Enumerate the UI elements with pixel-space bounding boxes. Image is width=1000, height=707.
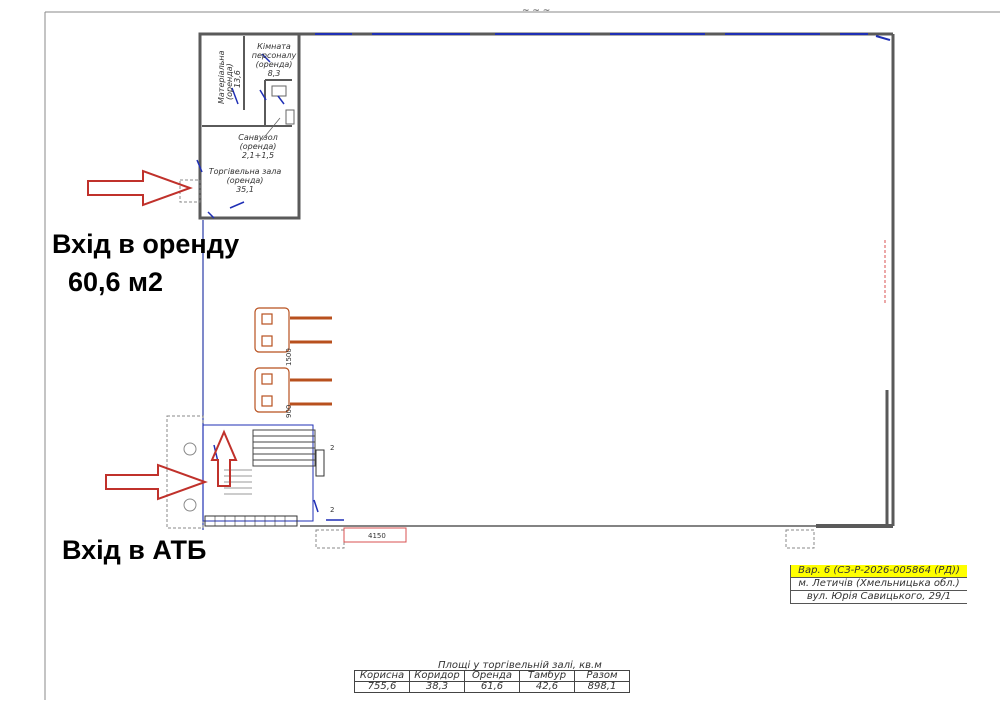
project-city: м. Летичів (Хмельницька обл.): [791, 578, 967, 591]
rental-entrance-label: Вхід в оренду: [52, 229, 240, 259]
area-table-header-row: Корисна Коридор Оренда Тамбур Разом: [354, 670, 630, 682]
entrance-stairs: [224, 469, 252, 495]
area-value: 898,1: [574, 681, 630, 693]
room-staff-area: 8,3: [268, 69, 281, 78]
room-staff-name1: Кімната: [257, 42, 291, 51]
area-value: 38,3: [409, 681, 465, 693]
room-hall: Торгівельна зала (оренда) 35,1: [209, 167, 282, 194]
room-hall-area: 35,1: [236, 185, 254, 194]
project-street: вул. Юрія Савицького, 29/1: [791, 591, 967, 604]
dim-1500: 1500: [285, 348, 293, 366]
rental-block: [179, 32, 301, 220]
room-materials: Матеріальна (оренда) 13,6: [217, 50, 242, 104]
area-header: Оренда: [464, 670, 520, 682]
room-wc-sub: (оренда): [240, 142, 277, 151]
arrow-rental-icon: [87, 169, 193, 207]
mark-2a: 2: [330, 444, 334, 452]
room-hall-name: Торгівельна зала: [209, 167, 282, 176]
room-materials-sub: (оренда): [225, 63, 234, 100]
area-header: Коридор: [409, 670, 465, 682]
arrow-atb-icon: [105, 463, 208, 501]
area-value: 61,6: [464, 681, 520, 693]
area-table-value-row: 755,6 38,3 61,6 42,6 898,1: [354, 681, 630, 693]
sheet-frame: [44, 11, 1000, 700]
checkout-dimensions: 1500 900: [285, 348, 293, 418]
shopping-carts: [252, 429, 316, 467]
project-code: Вар. 6 (СЗ-Р-2026-005864 (РД)): [791, 565, 967, 578]
atb-entrance-label: Вхід в АТБ: [62, 535, 207, 565]
main-hall-walls: [202, 32, 895, 530]
svg-text:~ ~ ~: ~ ~ ~: [522, 6, 550, 16]
dim-4150-label: 4150: [368, 532, 386, 540]
area-header: Корисна: [354, 670, 410, 682]
area-header: Разом: [574, 670, 630, 682]
room-wc-name: Санвузол: [238, 133, 277, 142]
entrance-arrows: [87, 169, 238, 501]
window-marks: [315, 33, 891, 41]
room-materials-name: Матеріальна: [217, 50, 226, 104]
door-swings: [196, 53, 285, 219]
area-header: Тамбур: [519, 670, 575, 682]
atb-entrance-area: 2 2: [166, 415, 815, 549]
room-hall-sub: (оренда): [227, 176, 264, 185]
room-wc: Санвузол (оренда) 2,1+1,5: [238, 133, 277, 160]
area-table: Корисна Коридор Оренда Тамбур Разом 755,…: [354, 670, 630, 693]
area-table-caption: Площі у торгівельній залі, кв.м: [438, 660, 602, 671]
room-wc-area: 2,1+1,5: [242, 151, 274, 160]
dim-900: 900: [285, 405, 293, 418]
mark-2b: 2: [330, 506, 334, 514]
room-staff-sub: (оренда): [256, 60, 293, 69]
rental-area-label: 60,6 м2: [68, 267, 164, 297]
room-materials-area: 13,6: [233, 70, 242, 88]
dimension-4150: 4150: [343, 527, 407, 543]
room-staff: Кімната персоналу (оренда) 8,3: [252, 42, 297, 78]
arrow-up-icon: [210, 429, 238, 487]
area-value: 42,6: [519, 681, 575, 693]
room-staff-name2: персоналу: [252, 51, 297, 60]
area-value: 755,6: [354, 681, 410, 693]
rental-outline: [198, 32, 301, 220]
title-block: Вар. 6 (СЗ-Р-2026-005864 (РД)) м. Летичі…: [790, 565, 967, 604]
checkout-counters: [254, 307, 332, 413]
